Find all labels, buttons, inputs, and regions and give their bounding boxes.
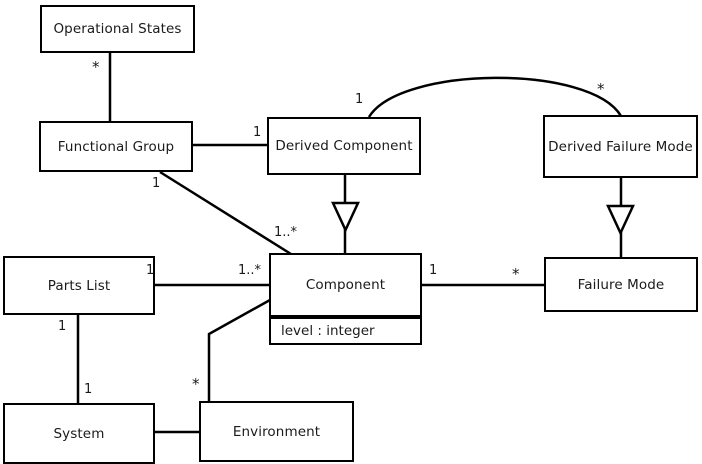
multiplicity-functional-group-component-near: 1 xyxy=(152,176,161,191)
class-box-functional-group[interactable]: Functional Group xyxy=(39,121,193,172)
association-component-environment xyxy=(207,298,271,401)
class-box-failure-mode[interactable]: Failure Mode xyxy=(544,257,698,312)
class-name-operational-states: Operational States xyxy=(53,21,182,37)
generalization-arrow-failure-mode-derived-failure-mode xyxy=(606,204,635,236)
multiplicity-derived-component-derived-failure-mode-far: * xyxy=(597,80,605,98)
class-name-failure-mode: Failure Mode xyxy=(577,276,665,293)
class-name-system: System xyxy=(53,425,105,442)
class-name-component: Component xyxy=(305,277,386,293)
class-name-environment: Environment xyxy=(232,423,321,440)
multiplicity-derived-component-derived-failure-mode-near: 1 xyxy=(355,92,364,107)
multiplicity-functional-group-component-far: 1..* xyxy=(274,225,298,240)
class-box-component[interactable]: Component xyxy=(269,253,422,317)
class-box-system[interactable]: System xyxy=(3,403,155,464)
class-box-parts-list[interactable]: Parts List xyxy=(3,256,155,315)
class-name-derived-component: Derived Component xyxy=(275,138,413,154)
class-name-parts-list: Parts List xyxy=(47,277,111,294)
class-attribute-component-level: level : integer xyxy=(269,317,422,345)
class-box-environment[interactable]: Environment xyxy=(199,401,354,462)
class-name-functional-group: Functional Group xyxy=(57,138,175,155)
multiplicity-functional-group-derived-component: 1 xyxy=(253,125,262,140)
class-box-operational-states[interactable]: Operational States xyxy=(40,5,195,53)
class-name-derived-failure-mode: Derived Failure Mode xyxy=(548,138,693,155)
multiplicity-parts-list-system-near: 1 xyxy=(58,319,67,334)
class-box-derived-component[interactable]: Derived Component xyxy=(267,117,421,175)
multiplicity-parts-list-system-far: 1 xyxy=(84,382,93,397)
association-derived-component-derived-failure-mode xyxy=(367,76,623,118)
class-box-derived-failure-mode[interactable]: Derived Failure Mode xyxy=(543,115,698,178)
multiplicity-component-environment: * xyxy=(192,375,200,393)
generalization-arrow-component-derived-component xyxy=(331,201,360,233)
association-functional-group-component xyxy=(159,170,292,256)
multiplicity-component-failure-mode-near: 1 xyxy=(429,263,438,278)
multiplicity-parts-list-component-far: 1..* xyxy=(238,263,262,278)
multiplicity-operational-states-functional-group: * xyxy=(92,58,100,76)
multiplicity-parts-list-component-near: 1 xyxy=(146,263,155,278)
multiplicity-component-failure-mode-far: * xyxy=(512,265,520,283)
